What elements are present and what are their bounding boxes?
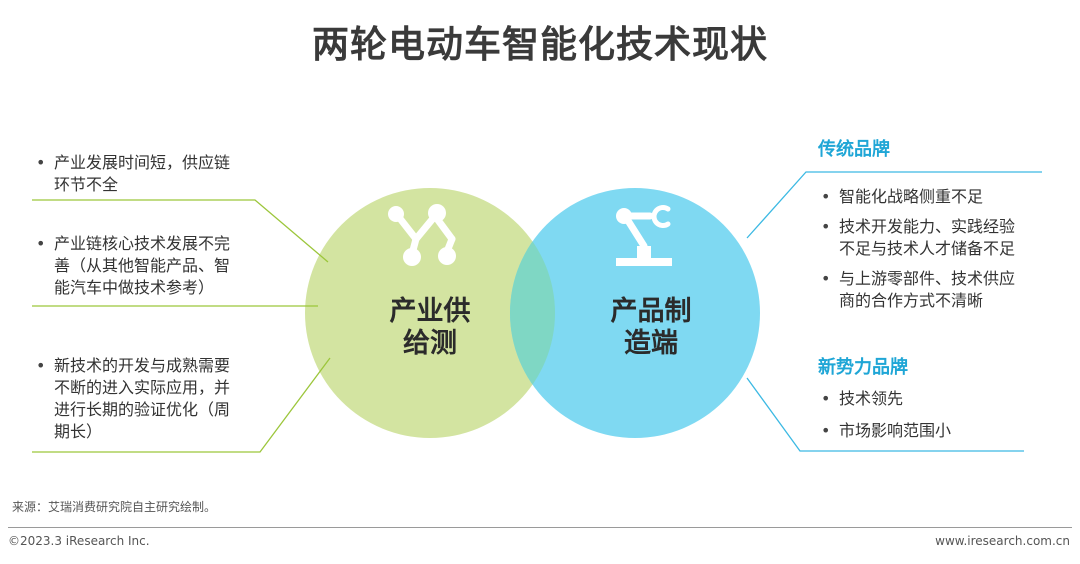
list-item: 技术领先 <box>815 388 951 410</box>
page-title: 两轮电动车智能化技术现状 <box>312 23 768 66</box>
website-link[interactable]: www.iresearch.com.cn <box>935 534 1070 548</box>
right-connector-1 <box>746 171 1042 239</box>
copyright: ©2023.3 iResearch Inc. <box>8 534 150 548</box>
right-circle-label: 产品制 造端 <box>576 296 726 360</box>
new-force-brand-points: 技术领先 市场影响范围小 <box>815 388 951 442</box>
list-item: 产业发展时间短，供应链 环节不全 <box>30 152 230 196</box>
source-note: 来源：艾瑞消费研究院自主研究绘制。 <box>12 500 217 514</box>
right-circle-label-line2: 造端 <box>624 328 678 359</box>
right-circle <box>510 188 760 438</box>
left-point-1: 产业发展时间短，供应链 环节不全 <box>30 152 230 196</box>
list-item: 智能化战略侧重不足 <box>815 186 1015 208</box>
robot-arm-icon <box>616 205 672 266</box>
left-point-2: 产业链核心技术发展不完 善（从其他智能产品、智 能汽车中做技术参考） <box>30 233 230 299</box>
left-connector-1 <box>32 199 329 263</box>
left-connectors <box>32 199 331 453</box>
list-item: 新技术的开发与成熟需要 不断的进入实际应用，并 进行长期的验证优化（周 期长） <box>30 355 230 443</box>
traditional-brand-heading: 传统品牌 <box>818 139 890 160</box>
right-connectors <box>746 171 1042 452</box>
right-circle-label-line1: 产品制 <box>610 296 692 327</box>
traditional-brand-points: 智能化战略侧重不足 技术开发能力、实践经验 不足与技术人才储备不足 与上游零部件… <box>815 186 1015 312</box>
list-item: 与上游零部件、技术供应 商的合作方式不清晰 <box>815 268 1015 312</box>
left-circle <box>305 188 555 438</box>
list-item: 技术开发能力、实践经验 不足与技术人才储备不足 <box>815 216 1015 260</box>
left-circle-label-line1: 产业供 <box>389 296 471 327</box>
left-circle-label: 产业供 给测 <box>355 296 505 360</box>
right-connector-2 <box>746 377 1024 452</box>
left-connector-3 <box>32 357 331 453</box>
footer-divider <box>8 527 1072 528</box>
list-item: 产业链核心技术发展不完 善（从其他智能产品、智 能汽车中做技术参考） <box>30 233 230 299</box>
list-item: 市场影响范围小 <box>815 420 951 442</box>
left-point-3: 新技术的开发与成熟需要 不断的进入实际应用，并 进行长期的验证优化（周 期长） <box>30 355 230 443</box>
new-force-brand-heading: 新势力品牌 <box>818 357 908 378</box>
left-circle-label-line2: 给测 <box>403 328 457 359</box>
